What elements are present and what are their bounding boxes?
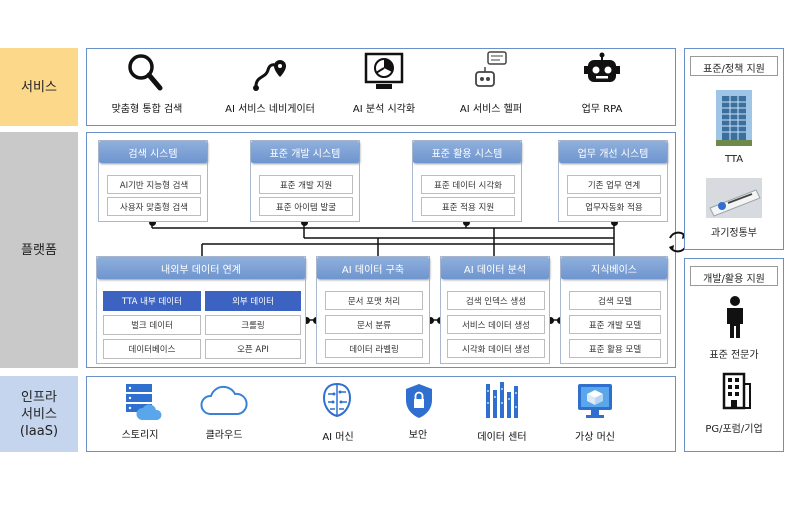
module-item: 검색 모델 [569,291,661,310]
module-item: 표준 활용 모델 [569,339,661,358]
ai-data-analysis-module: AI 데이터 분석 검색 인덱스 생성 서비스 데이터 생성 시각화 데이터 생… [440,256,550,364]
person-icon [727,296,743,338]
system-item: 표준 아이템 발굴 [259,197,353,216]
infra-label: 스토리지 [121,430,159,441]
layer-label-service: 서비스 [0,48,78,126]
service-label: AI 서비스 네비게이터 [225,104,315,115]
system-item: AI기반 지능형 검색 [107,175,201,194]
system-item: 표준 적용 지원 [421,197,515,216]
system-item: 업무자동화 적용 [567,197,661,216]
infra-label: 보안 [408,430,428,441]
tta-building-image [716,90,752,146]
platform-layer-text: 플랫폼 [21,242,57,258]
policy-support-title-box [690,56,778,76]
magnifier-icon [128,54,163,91]
infra-label: 가상 머신 [575,432,615,443]
dev-support-title-box [690,266,778,286]
service-layer-text: 서비스 [21,79,57,95]
brain-icon [322,382,352,418]
infra-label: 데이터 센터 [477,432,527,443]
connector-dot [427,317,434,324]
layer-label-platform: 플랫폼 [0,132,78,368]
cloud-icon [200,385,248,415]
shield-icon [406,384,432,418]
data-link-module: 내외부 데이터 연계 TTA 내부 데이터 벌크 데이터 데이터베이스 외부 데… [96,256,306,364]
system-title: 표준 활용 시스템 [413,141,521,163]
connector-dot [303,317,310,324]
system-item: 표준 데이터 시각화 [421,175,515,194]
system-item: 표준 개발 지원 [259,175,353,194]
service-label: 맞춤형 통합 검색 [111,104,183,115]
connector-dot [463,219,470,226]
connector-dot [611,219,618,226]
layer-label-infra: 인프라 서비스 (IaaS) [0,376,78,452]
external-data-item: 오픈 API [205,339,301,359]
search-system: 검색 시스템 AI기반 지능형 검색 사용자 맞춤형 검색 [98,140,208,222]
internal-data-header: TTA 내부 데이터 [103,291,201,311]
system-item: 사용자 맞춤형 검색 [107,197,201,216]
support-entity-label: 표준 전문가 [709,350,759,361]
dev-support-title: 개발/활용 지원 [703,274,765,285]
route-pin-icon [253,60,286,91]
chart-monitor-icon [364,52,404,89]
std-dev-system: 표준 개발 시스템 표준 개발 지원 표준 아이템 발굴 [250,140,360,222]
infra-panel [86,376,676,452]
robot-icon [584,52,620,82]
ministry-sign-image [706,178,762,218]
module-item: 서비스 데이터 생성 [447,315,545,334]
module-item: 시각화 데이터 생성 [447,339,545,358]
connector-dot [149,219,156,226]
module-item: 데이터 라벨링 [325,339,423,358]
connector-dot [301,219,308,226]
system-title: 업무 개선 시스템 [559,141,667,163]
module-title: AI 데이터 구축 [317,257,429,279]
module-item: 문서 포맷 처리 [325,291,423,310]
module-item: 표준 개발 모델 [569,315,661,334]
system-item: 기존 업무 연계 [567,175,661,194]
infra-label: 클라우드 [205,430,243,441]
internal-data-item: 데이터베이스 [103,339,201,359]
service-label: 업무 RPA [581,104,623,115]
service-label: AI 분석 시각화 [352,104,416,115]
ai-data-build-module: AI 데이터 구축 문서 포맷 처리 문서 분류 데이터 라벨링 [316,256,430,364]
service-label: AI 서비스 헬퍼 [459,104,523,115]
infra-layer-text: 인프라 서비스 (IaaS) [19,389,59,439]
policy-support-title: 표준/정책 지원 [703,64,765,75]
support-entity-label: PG/포럼/기업 [705,424,763,435]
module-item: 문서 분류 [325,315,423,334]
storage-icon [126,384,162,420]
chat-robot-icon [475,51,507,87]
external-data-header: 외부 데이터 [205,291,301,311]
knowledge-base-module: 지식베이스 검색 모델 표준 개발 모델 표준 활용 모델 [560,256,668,364]
datacenter-icon [486,382,518,418]
virtual-machine-icon [578,384,612,418]
work-system: 업무 개선 시스템 기존 업무 연계 업무자동화 적용 [558,140,668,222]
std-use-system: 표준 활용 시스템 표준 데이터 시각화 표준 적용 지원 [412,140,522,222]
module-title: 지식베이스 [561,257,667,279]
office-building-icon [722,372,751,410]
module-title: AI 데이터 분석 [441,257,549,279]
support-entity-label: 과기정통부 [711,228,757,239]
policy-support-panel [684,48,784,250]
support-entity-label: TTA [724,154,744,165]
module-item: 검색 인덱스 생성 [447,291,545,310]
infra-label: AI 머신 [322,432,354,443]
internal-data-item: 벌크 데이터 [103,315,201,335]
dev-support-panel [684,258,784,452]
system-title: 검색 시스템 [99,141,207,163]
connector-dot [547,317,554,324]
module-title: 내외부 데이터 연계 [97,257,305,279]
system-title: 표준 개발 시스템 [251,141,359,163]
external-data-item: 크롤링 [205,315,301,335]
